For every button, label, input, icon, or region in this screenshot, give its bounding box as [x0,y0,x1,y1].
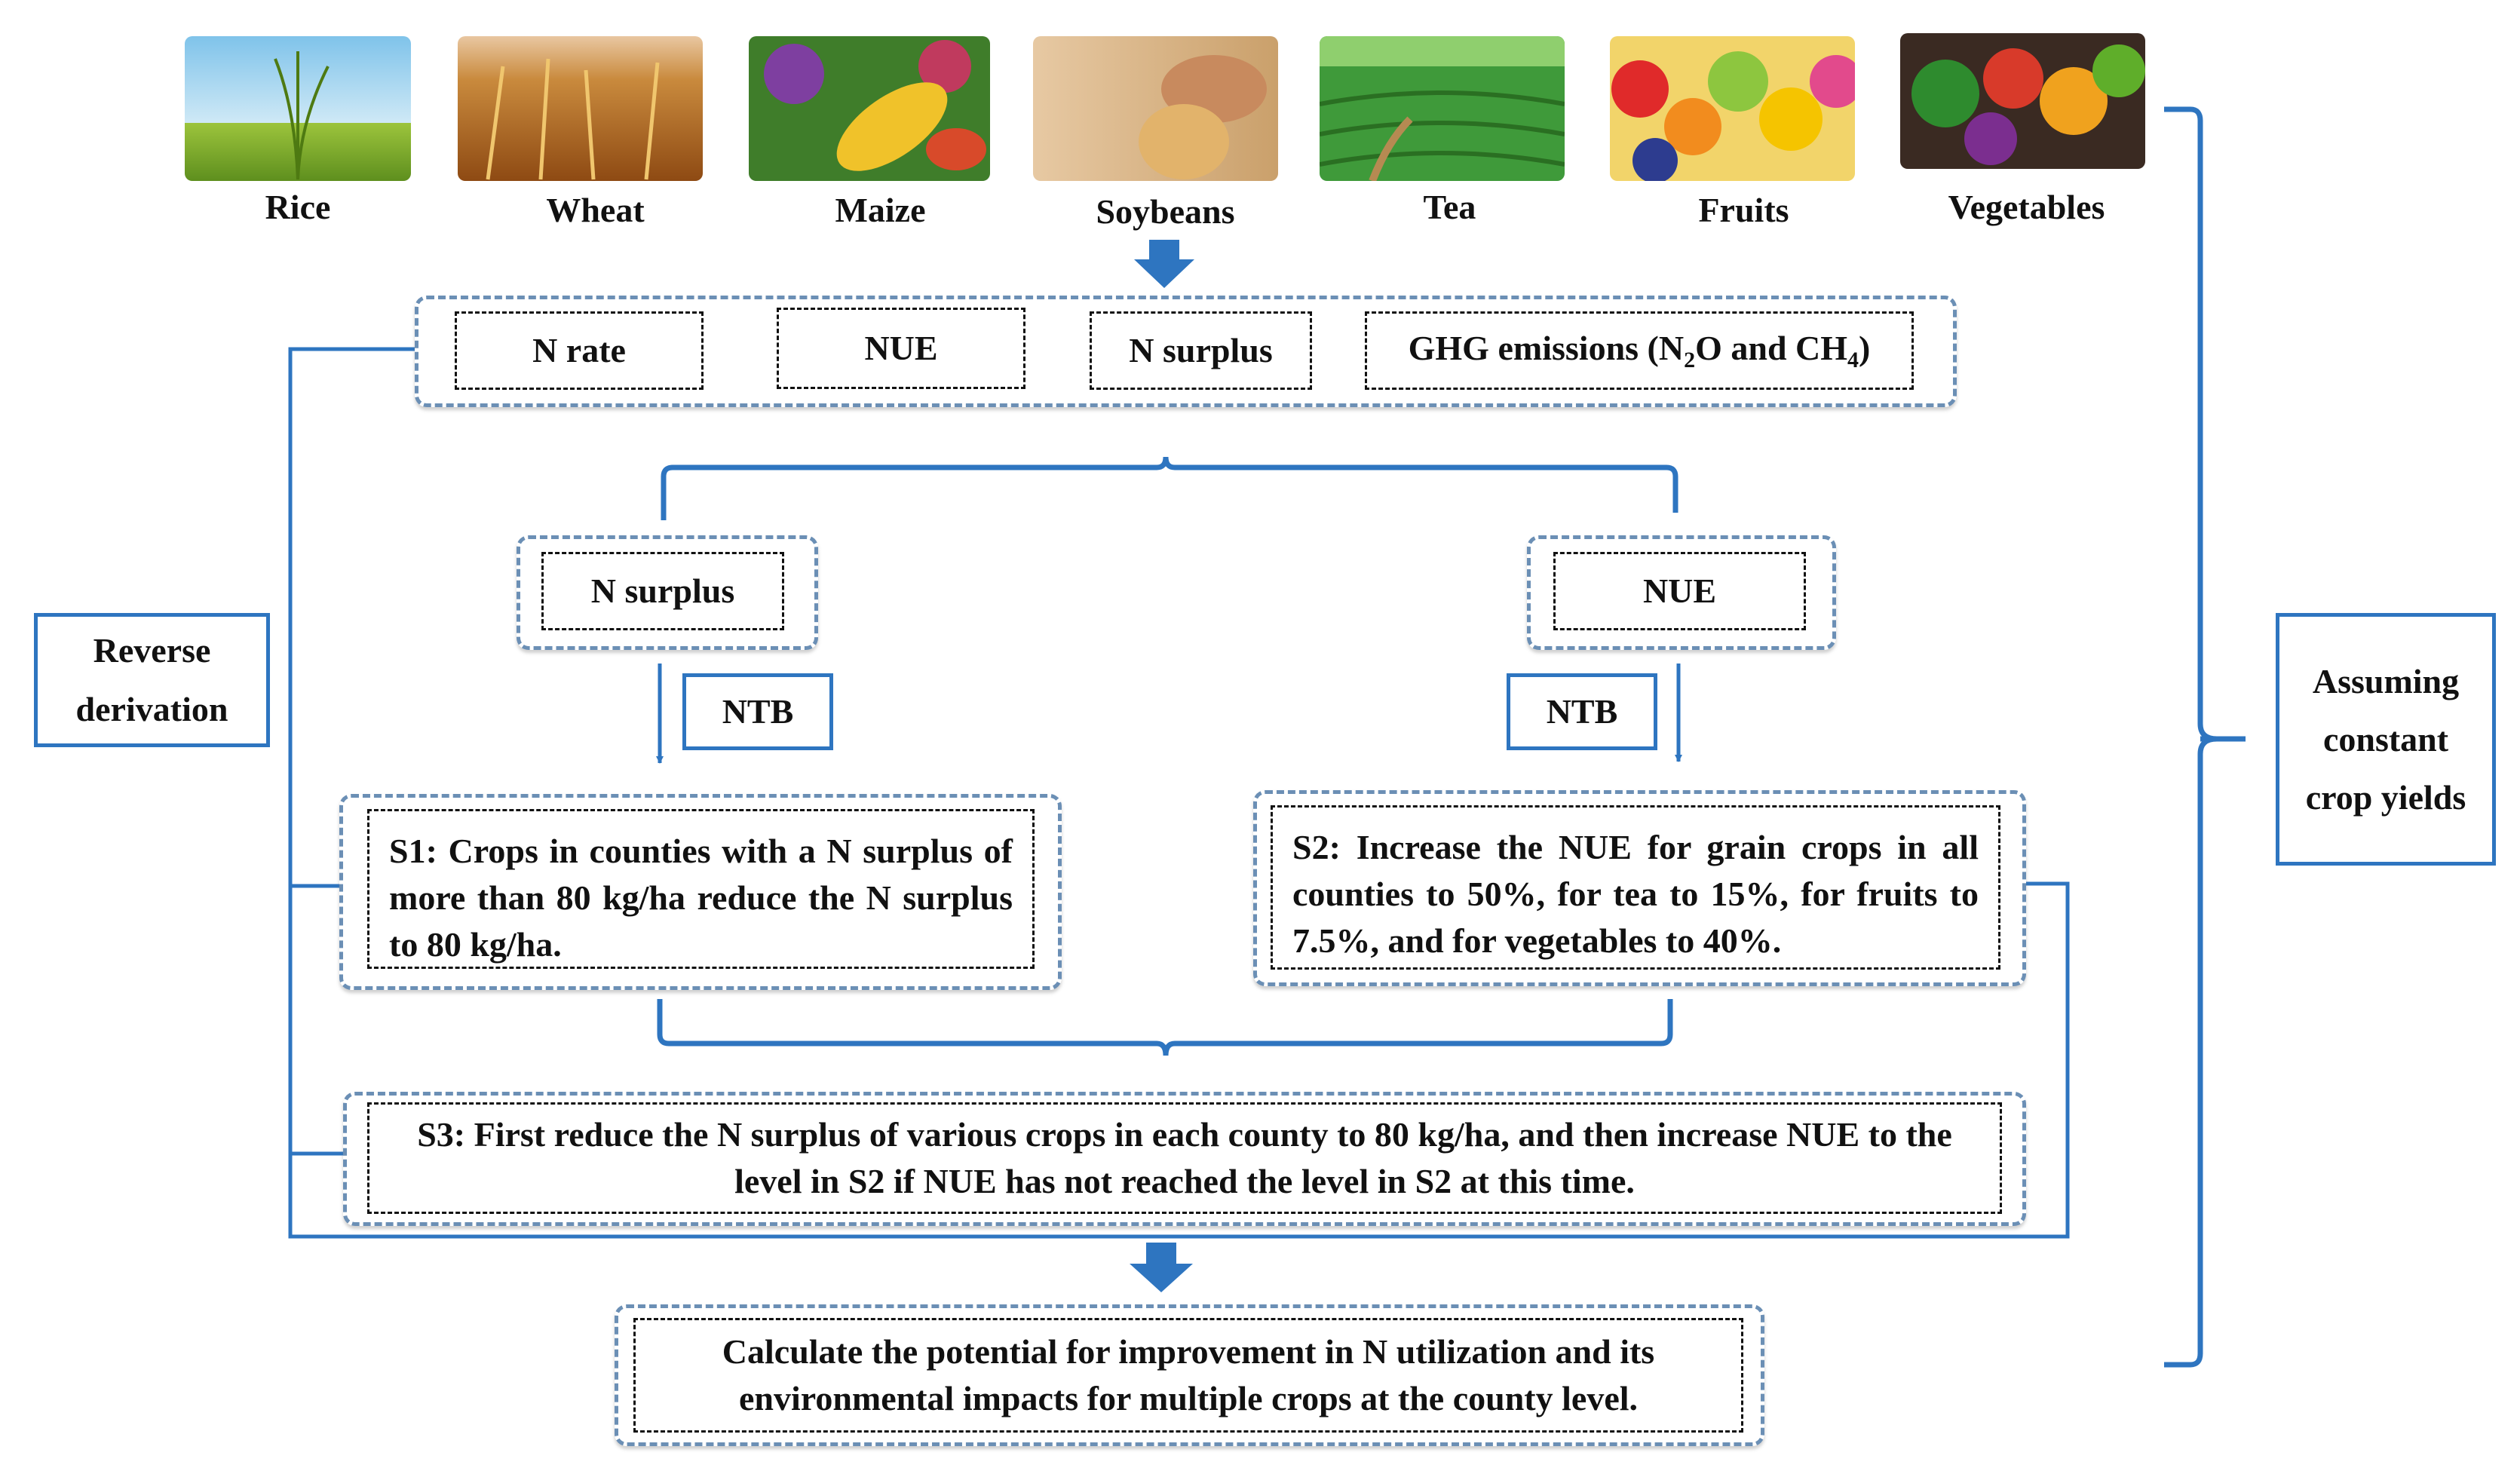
left-ntb-box: NTB [682,673,833,750]
fruits-image [1610,36,1855,181]
s3-group [343,1092,2026,1226]
right-branch-group [1527,535,1836,650]
rice-field-image [185,36,411,181]
result-box: Calculate the potential for improvement … [633,1318,1743,1433]
tea-plantation-image [1320,36,1565,181]
reverse-derivation-label: Reverse derivation [34,613,270,747]
down-arrow-bottom [1130,1243,1193,1292]
left-branch-group [517,535,818,650]
soybeans-image [1033,36,1278,181]
nue-box: NUE [777,308,1025,389]
ghg-emissions-box: GHG emissions (N2O and CH4) [1365,311,1914,390]
crop-label-vegetables: Vegetables [1948,188,2105,226]
s2-scenario-box: S2: Increase the NUE for grain crops in … [1271,805,2000,970]
crop-label-soybeans: Soybeans [1096,192,1235,231]
right-ntb-box: NTB [1507,673,1657,750]
split-brace [661,456,1678,520]
s1-scenario-box: S1: Crops in counties with a N surplus o… [367,809,1035,969]
s1-group [339,794,1062,990]
constant-yields-label: Assuming constant crop yields [2276,613,2496,866]
s3-scenario-box: S3: First reduce the N surplus of variou… [367,1102,2002,1214]
left-n-surplus-box: N surplus [541,552,784,630]
crop-label-tea: Tea [1423,188,1476,226]
result-group [615,1304,1764,1446]
crop-label-fruits: Fruits [1698,191,1789,229]
merge-brace [657,999,1673,1056]
s2-group [1253,790,2026,986]
crop-label-wheat: Wheat [546,191,645,229]
reverse-derivation-loop [288,345,2021,1239]
down-arrow-top [1134,240,1194,288]
wheat-field-image [458,36,703,181]
n-surplus-box: N surplus [1090,311,1312,390]
right-nue-box: NUE [1553,552,1806,630]
crop-label-rice: Rice [265,188,331,226]
crop-label-maize: Maize [835,191,926,229]
maize-image [749,36,990,181]
vegetables-image [1900,33,2145,169]
n-rate-box: N rate [455,311,704,390]
ghg-label: GHG emissions (N2O and CH4) [1408,329,1871,373]
